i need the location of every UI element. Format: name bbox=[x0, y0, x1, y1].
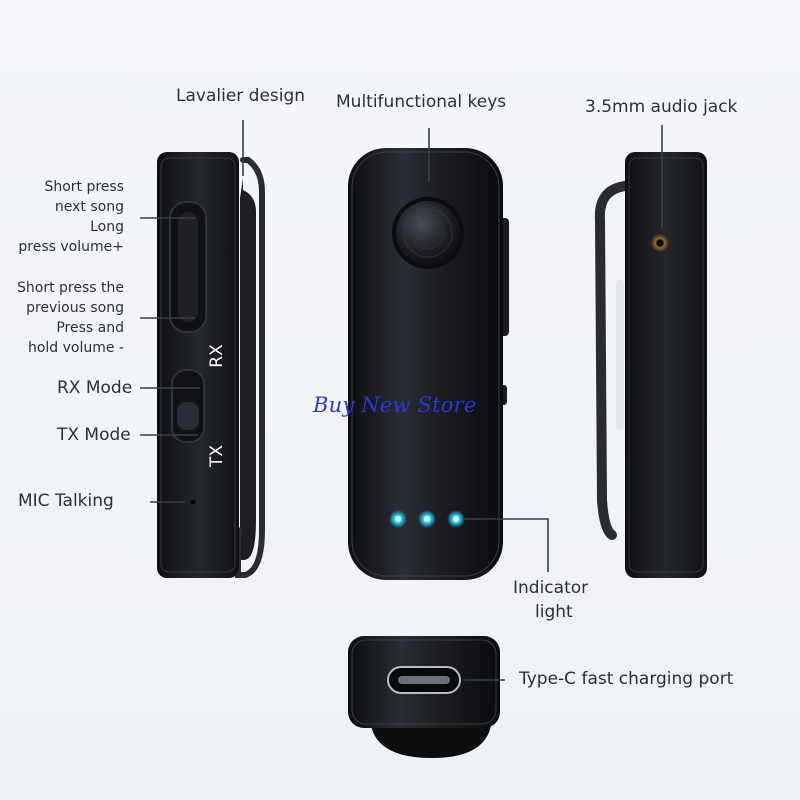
bottom-device-port-view bbox=[348, 636, 500, 758]
right-device-side-view bbox=[594, 152, 707, 578]
indicator-light-label: Indicator light bbox=[513, 578, 589, 622]
next-song-label: Short press next song Long press volume+ bbox=[18, 179, 124, 255]
typec-port-label: Type-C fast charging port bbox=[519, 669, 734, 689]
tx-switch-label: TX bbox=[207, 445, 227, 468]
center-device-front-view bbox=[348, 148, 509, 580]
previous-song-label: Short press the previous song Press and … bbox=[17, 280, 124, 356]
lavalier-design-label: Lavalier design bbox=[176, 86, 306, 106]
mic-talking-label: MIC Talking bbox=[18, 491, 114, 511]
multifunctional-keys-label: Multifunctional keys bbox=[336, 92, 507, 112]
audio-jack-label: 3.5mm audio jack bbox=[585, 97, 738, 117]
store-watermark: Buy New Store bbox=[313, 393, 477, 417]
rx-switch-label: RX bbox=[207, 344, 227, 368]
rx-mode-label: RX Mode bbox=[57, 378, 133, 398]
indicator-leds bbox=[389, 510, 465, 528]
callout-lines bbox=[140, 120, 663, 681]
tx-mode-label: TX Mode bbox=[57, 425, 131, 445]
